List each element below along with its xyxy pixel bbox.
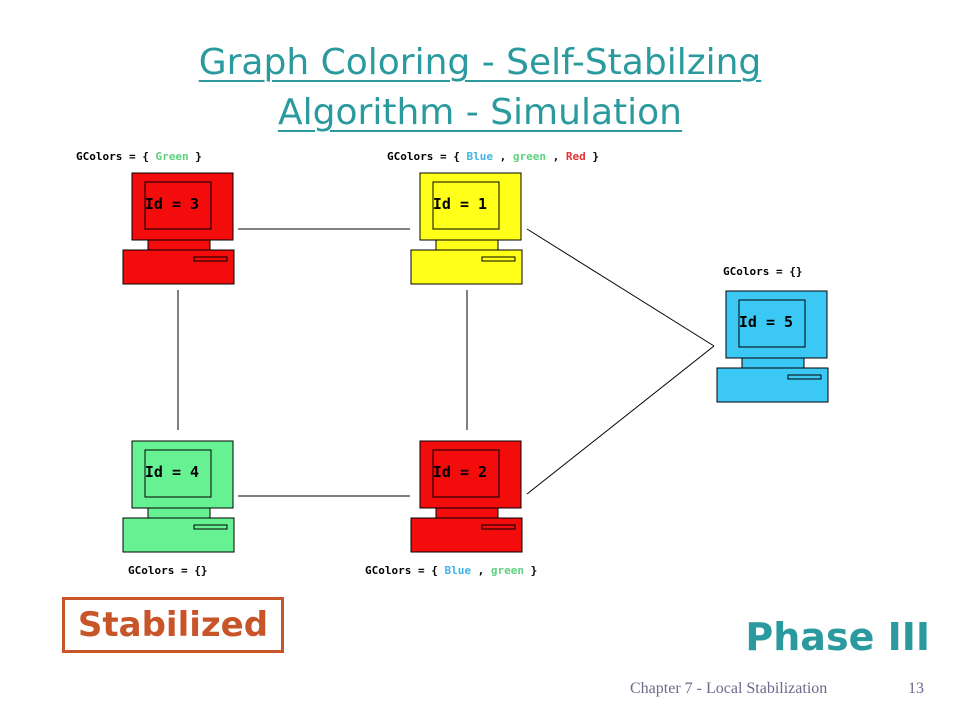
computer-node-5[interactable]: Id = 5 [716,290,830,404]
slide-title-line-2: Algorithm - Simulation [278,92,682,133]
computer-icon [410,172,523,285]
computer-icon [410,440,523,553]
gcolors-text: GColors = {} [128,564,208,577]
node-id-label: Id = 2 [432,463,488,481]
gcolors-label-node-2: GColors = { Blue , green } [365,564,537,577]
computer-icon [122,172,235,285]
footer-chapter: Chapter 7 - Local Stabilization [630,680,828,697]
gcolors-text: , [470,564,491,577]
computer-icon [122,440,235,553]
footer-page-number: 13 [908,680,924,697]
gcolors-text: GColors = { [387,150,467,163]
gcolors-green: Green [155,150,189,163]
node-id-label: Id = 5 [738,313,794,331]
edge-2-5 [526,345,715,495]
stabilized-status-box: Stabilized [62,597,284,653]
gcolors-label-node-1: GColors = { Blue , green , Red } [387,150,599,163]
gcolors-green: green [490,564,524,577]
gcolors-blue: Blue [444,564,471,577]
gcolors-label-node-3: GColors = { Green } [76,150,202,163]
node-id-label: Id = 1 [432,195,488,213]
node-id-label: Id = 4 [144,463,200,481]
gcolors-text: } [523,564,538,577]
computer-node-3[interactable]: Id = 3 [122,172,236,286]
gcolors-text: GColors = { [365,564,445,577]
node-id-label: Id = 3 [144,195,200,213]
slide-title: Graph Coloring - Self-Stabilzing Algorit… [60,38,900,138]
gcolors-blue: Blue [466,150,493,163]
computer-node-1[interactable]: Id = 1 [410,172,524,286]
gcolors-label-node-5: GColors = {} [723,265,802,278]
gcolors-text: } [585,150,599,163]
gcolors-text: GColors = { [76,150,156,163]
gcolors-text: } [188,150,202,163]
gcolors-green: green [512,150,546,163]
computer-node-2[interactable]: Id = 2 [410,440,524,554]
gcolors-label-node-4: GColors = {} [128,564,207,577]
gcolors-text: , [545,150,566,163]
gcolors-text: GColors = {} [723,265,803,278]
phase-label: Phase III [745,615,930,659]
computer-node-4[interactable]: Id = 4 [122,440,236,554]
gcolors-red: Red [565,150,586,163]
computer-icon [716,290,829,403]
edge-1-5 [526,228,715,347]
slide-title-line-1: Graph Coloring - Self-Stabilzing [198,42,762,83]
gcolors-text: , [492,150,513,163]
